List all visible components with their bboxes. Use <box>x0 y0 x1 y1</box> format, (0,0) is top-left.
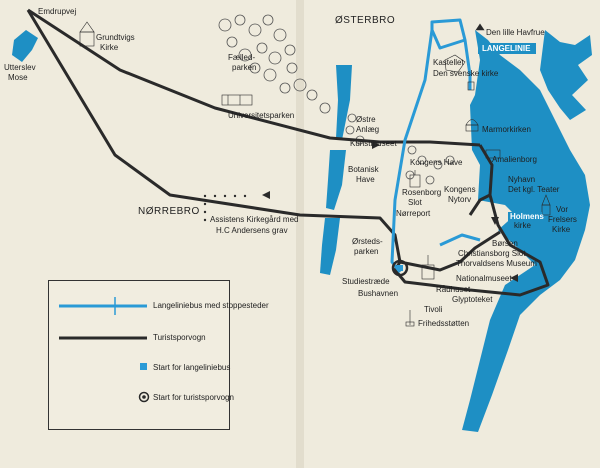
route-arrows <box>262 141 518 282</box>
arrow-icon <box>262 191 270 199</box>
page-fold <box>296 0 304 468</box>
legend-row-start-bus: Start for langeliniebus <box>49 361 231 375</box>
marmorkirken-icon <box>465 119 479 132</box>
legend-row-langeliniebus: Langeliniebus med stoppesteder <box>49 297 269 315</box>
havfrue-icon <box>475 23 485 31</box>
holmens-band <box>508 212 542 222</box>
langelinie-band <box>478 43 536 54</box>
label-langelinie: LANGELINIE <box>482 44 531 53</box>
label-nationalmuseet: Nationalmuseet <box>456 274 512 283</box>
outer-harbour <box>540 30 592 120</box>
map-labels: Emdrupvej ØSTERBRO Den lille Havfrue LAN… <box>4 7 577 328</box>
universitet-icon <box>221 94 253 106</box>
label-noerreport: Nørreport <box>396 209 431 218</box>
label-amalienborg: Amalienborg <box>492 155 537 164</box>
label-marmorkirken: Marmorkirken <box>482 125 531 134</box>
water-areas <box>12 30 592 432</box>
legend-row-start-tram: Start for turistsporvogn <box>49 391 234 405</box>
lake-3 <box>320 218 340 275</box>
harbour-water <box>462 30 590 432</box>
label-nyhavn: Nyhavn <box>508 175 535 184</box>
label-christiansborg: Christiansborg Slot <box>458 249 526 258</box>
label-borsen: Børsen <box>492 239 518 248</box>
bus-start-marker <box>397 265 403 271</box>
label-faelledparken-2: parken <box>232 63 256 72</box>
label-faelledparken-1: Fælled- <box>228 53 255 62</box>
label-den-lille-havfrue: Den lille Havfrue <box>486 28 545 37</box>
label-ostre-1: Østre <box>356 115 376 124</box>
label-grundtvigs-2: Kirke <box>100 43 119 52</box>
assistens-marker <box>203 194 247 222</box>
label-utterslev-1: Utterslev <box>4 63 36 72</box>
label-frihedsstotten: Frihedsstøtten <box>418 319 469 328</box>
label-thorvaldsens: Thorvaldsens Museum <box>456 259 537 268</box>
label-studiestraede: Studiestræde <box>342 277 390 286</box>
blue-square-icon <box>140 363 147 370</box>
blue-line-symbol <box>59 297 147 315</box>
label-kastellet: Kastellet <box>433 58 464 67</box>
lake-1 <box>336 65 352 140</box>
legend-row-turistsporvogn: Turistsporvogn <box>49 331 229 345</box>
amalienborg-icon <box>485 149 501 159</box>
label-kongens-have: Kongens Have <box>410 158 463 167</box>
label-botanisk-1: Botanisk <box>348 165 380 174</box>
label-holmens-1: Holmens <box>510 212 544 221</box>
arrow-icon <box>510 274 518 282</box>
label-det-kgl-teater: Det kgl. Teater <box>508 185 560 194</box>
legend-turistsporvogn: Turistsporvogn <box>153 333 206 342</box>
grundtvigs-kirke-icon <box>79 21 95 47</box>
label-ostre-2: Anlæg <box>356 125 379 134</box>
label-holmens-2: kirke <box>514 221 531 230</box>
label-glyptoteket: Glyptoteket <box>452 295 493 304</box>
map-legend: Langeliniebus med stoppesteder Turistspo… <box>48 280 269 430</box>
label-grundtvigs-1: Grundtvigs <box>96 33 135 42</box>
frihedsstotten-icon <box>405 310 415 327</box>
radhuset-icon <box>421 255 435 280</box>
label-den-svenske-kirke: Den svenske kirke <box>433 69 499 78</box>
label-botanisk-2: Have <box>356 175 375 184</box>
label-assistens-2: H.C Andersens grav <box>216 226 288 235</box>
label-radhuset: Rådhuset <box>436 285 471 294</box>
legend-langeliniebus: Langeliniebus med stoppesteder <box>153 301 269 310</box>
landmarks <box>79 21 551 327</box>
vor-frelsers-icon <box>541 194 551 216</box>
arrow-icon <box>491 217 499 225</box>
label-vor-frelsers-1: Vor <box>556 205 568 214</box>
kastellet-icon <box>444 54 466 73</box>
label-kongens-nytorv-1: Kongens <box>444 185 476 194</box>
svenske-kirke-icon <box>467 81 475 91</box>
label-emdrupvej: Emdrupvej <box>38 7 76 16</box>
label-orsteds-2: parken <box>354 247 378 256</box>
legend-start-langeliniebus: Start for langeliniebus <box>153 363 231 372</box>
legend-start-turistsporvogn: Start for turistsporvogn <box>153 393 234 402</box>
label-utterslev-2: Mose <box>8 73 28 82</box>
label-vor-frelsers-3: Kirke <box>552 225 571 234</box>
rosenborg-icon <box>409 170 421 188</box>
lake-2 <box>326 150 346 210</box>
label-rosenborg-1: Rosenborg <box>402 188 441 197</box>
label-kunstmuseet: Kunstmuseet <box>350 139 397 148</box>
label-rosenborg-2: Slot <box>408 198 423 207</box>
ring-dot-icon <box>138 391 150 403</box>
label-assistens-1: Assistens Kirkegård med <box>210 215 298 224</box>
label-osterbro: ØSTERBRO <box>335 15 395 26</box>
label-universitetsparken: Universitetsparken <box>228 111 294 120</box>
label-kongens-nytorv-2: Nytorv <box>448 195 471 204</box>
utterslev-mose <box>12 30 38 62</box>
tram-start-ring <box>391 259 409 277</box>
label-bushavnen: Bushavnen <box>358 289 398 298</box>
label-norrebro: NØRREBRO <box>138 206 200 217</box>
black-line-symbol <box>59 336 147 340</box>
label-orsteds-1: Ørsteds- <box>352 237 383 246</box>
label-vor-frelsers-2: Frelsers <box>548 215 577 224</box>
arrow-icon <box>372 141 380 149</box>
turistsporvogn-route <box>26 8 550 297</box>
label-tivoli: Tivoli <box>424 305 443 314</box>
